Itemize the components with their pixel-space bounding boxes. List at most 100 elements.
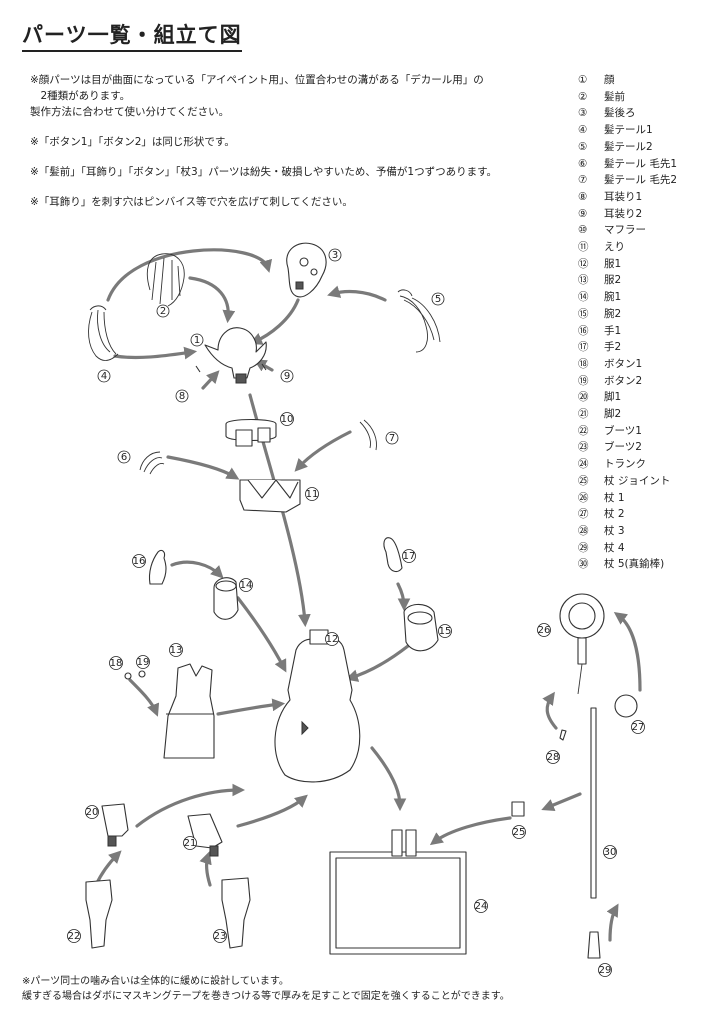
- arrow-arm1-to-body: [238, 598, 284, 668]
- part-number-label: 2: [157, 305, 169, 317]
- trunk-part: [330, 830, 466, 954]
- part-number-text: 10: [281, 414, 294, 425]
- part-number-text: 15: [439, 626, 452, 637]
- parts-drawings: [86, 243, 637, 958]
- part-number-label: 16: [133, 555, 146, 568]
- arrow-leg2-up: [238, 798, 304, 826]
- staff5-part: [591, 708, 596, 898]
- part-number-label: 19: [137, 656, 150, 669]
- staff2-part: [615, 695, 637, 717]
- part-number-label: 20: [86, 806, 99, 819]
- part-number-text: 9: [284, 371, 290, 382]
- part-number-text: 28: [547, 752, 560, 763]
- part-number-label: 13: [170, 644, 183, 657]
- hand1-part: [149, 550, 166, 584]
- part-number-label: 14: [240, 579, 253, 592]
- staff-joint-part: [512, 802, 524, 816]
- part-number-text: 13: [170, 645, 183, 656]
- arrow-tail1-to-face: [115, 352, 192, 357]
- part-number-text: 24: [475, 901, 488, 912]
- ear-deco1-part: [196, 366, 200, 372]
- boot1-part: [86, 880, 112, 948]
- part-number-label: 6: [118, 451, 130, 463]
- part-number-text: 27: [632, 722, 645, 733]
- part-number-label: 5: [432, 293, 444, 305]
- arrow-leg1-up: [137, 790, 240, 826]
- part-number-text: 21: [184, 838, 197, 849]
- part-number-label: 7: [386, 432, 398, 444]
- arrow-to-back-hair: [108, 250, 268, 300]
- arrow-tip2-to-collar: [298, 432, 350, 468]
- button2-part: [139, 671, 145, 677]
- part-number-label: 11: [306, 488, 319, 501]
- tail-tip2-part: [360, 420, 377, 450]
- arrow-staff2-up: [618, 615, 640, 690]
- leg1-part: [102, 804, 128, 846]
- arrow-staff-to-joint: [546, 794, 580, 808]
- leg2-part: [188, 814, 222, 856]
- arrow-arm2-to-body: [350, 646, 408, 678]
- part-number-text: 2: [160, 306, 166, 317]
- arrow-body-to-trunk: [372, 748, 400, 806]
- hand2-part: [384, 538, 402, 572]
- part-number-text: 30: [604, 847, 617, 858]
- part-number-text: 5: [435, 294, 441, 305]
- arrow-tip1-to-collar: [168, 457, 235, 477]
- arrow-hand1-to-arm1: [172, 562, 220, 575]
- footer-note: ※パーツ同士の噛み合いは全体的に緩めに設計しています。 緩すぎる場合はダボにマス…: [22, 974, 712, 1004]
- part-number-text: 6: [121, 452, 127, 463]
- arrow-ear1: [203, 374, 216, 388]
- part-number-label: 24: [475, 900, 488, 913]
- part-number-text: 16: [133, 556, 146, 567]
- part-number-text: 8: [179, 391, 185, 402]
- arm2-part: [404, 604, 438, 650]
- part-number-label: 21: [184, 837, 197, 850]
- arrow-buttons-to-clothes2: [130, 680, 156, 712]
- part-number-text: 1: [194, 335, 200, 346]
- button1-part: [125, 673, 131, 679]
- part-number-text: 11: [306, 489, 319, 500]
- arrow-boot2-to-leg2: [207, 856, 210, 885]
- part-number-label: 23: [214, 930, 227, 943]
- part-number-label: 22: [68, 930, 81, 943]
- part-number-label: 26: [538, 624, 551, 637]
- part-number-text: 20: [86, 807, 99, 818]
- part-number-text: 26: [538, 625, 551, 636]
- clothes2-part: [164, 664, 214, 758]
- part-number-label: 10: [281, 413, 294, 426]
- tail-tip1-part: [140, 452, 164, 474]
- staff3-part: [560, 730, 566, 740]
- arrow-clothes2-to-body: [218, 704, 280, 714]
- arm1-part: [214, 578, 238, 620]
- clothes1-part: [275, 630, 360, 782]
- muffler-part: [226, 420, 276, 447]
- part-number-label: 17: [403, 550, 416, 563]
- back-hair-part: [287, 243, 326, 297]
- part-number-text: 7: [389, 433, 395, 444]
- part-number-text: 4: [101, 371, 107, 382]
- arrow-hand2-to-arm2: [398, 584, 404, 606]
- arrow-staff3-up: [547, 696, 556, 728]
- part-number-label: 1: [191, 334, 203, 346]
- part-number-label: 18: [110, 657, 123, 670]
- part-number-label: 9: [281, 370, 293, 382]
- part-number-label: 27: [632, 721, 645, 734]
- part-number-label: 15: [439, 625, 452, 638]
- arrow-front-hair-to-face: [190, 278, 228, 318]
- staff4-part: [588, 932, 600, 958]
- collar-part: [240, 480, 300, 512]
- part-number-label: 4: [98, 370, 110, 382]
- part-number-text: 18: [110, 658, 123, 669]
- part-number-text: 14: [240, 580, 253, 591]
- part-number-text: 3: [332, 250, 338, 261]
- part-number-text: 22: [68, 931, 81, 942]
- arrow-back-hair-to-face: [254, 300, 298, 342]
- part-number-text: 25: [513, 827, 526, 838]
- part-number-text: 23: [214, 931, 227, 942]
- arrow-joint-to-trunk: [434, 818, 510, 842]
- part-number-label: 30: [604, 846, 617, 859]
- arrow-staff4-up: [610, 908, 616, 940]
- assembly-arrows: [96, 250, 640, 940]
- part-number-text: 12: [326, 634, 339, 645]
